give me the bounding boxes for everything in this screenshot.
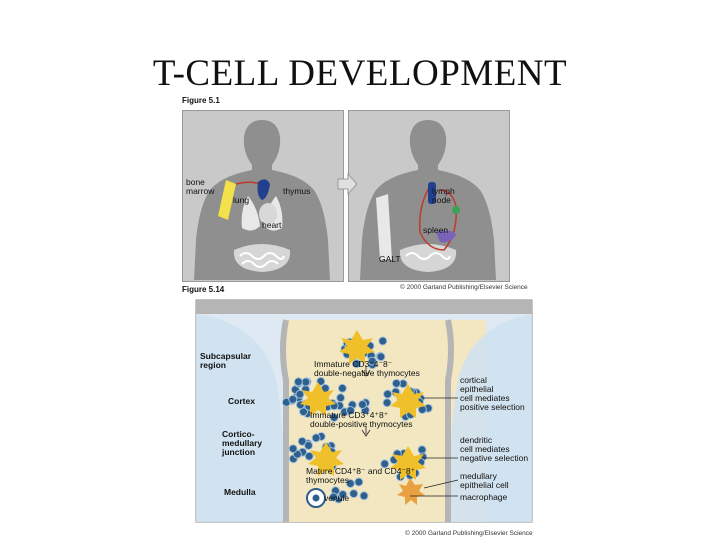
thymocyte-cell	[288, 444, 298, 454]
label-venule: venule	[324, 493, 350, 503]
thymocyte-cell	[295, 389, 305, 399]
label-heart: heart	[262, 220, 282, 230]
thymocyte-cell	[358, 400, 367, 409]
thymocyte-cell	[346, 406, 355, 415]
label-medulla: Medulla	[224, 487, 256, 497]
label-lymph-node: lymph node	[432, 186, 455, 205]
thymocyte-cell	[367, 356, 377, 366]
figure-5-1-label: Figure 5.1	[182, 96, 220, 105]
spleen-icon	[436, 230, 456, 243]
thymocyte-cell	[380, 459, 390, 469]
thymocyte-cell	[359, 491, 369, 501]
thymocyte-cell	[304, 441, 313, 450]
thymus-section-diagram	[195, 299, 533, 523]
copyright-bottom: © 2000 Garland Publishing/Elsevier Scien…	[405, 530, 533, 537]
label-cortical-epithelial-cell: cortical epithelial cell mediates positi…	[460, 375, 525, 412]
thymocyte-cell	[383, 389, 393, 399]
thymocyte-cell	[338, 490, 348, 499]
thymocyte-cell	[329, 413, 339, 422]
thymocyte-cell	[293, 377, 303, 387]
label-immature-double-positive: Immature CD3⁺4⁺8⁺ double-positive thymoc…	[310, 410, 413, 429]
label-thymus: thymus	[283, 186, 311, 196]
thymocyte-cell	[354, 477, 364, 487]
thymocyte-cell	[304, 451, 314, 461]
venule-icon	[306, 488, 326, 508]
label-immature-double-negative: Immature CD3⁻4⁻8⁻ double-negative thymoc…	[314, 359, 420, 378]
label-macrophage: macrophage	[460, 492, 508, 502]
thymocyte-cell	[349, 489, 359, 499]
label-mature-thymocytes: Mature CD4⁺8⁻ and CD4⁻8⁺ thymocytes	[306, 466, 416, 485]
thymocyte-cell	[288, 394, 298, 404]
label-cortex: Cortex	[228, 396, 255, 406]
epithelial-cells	[300, 330, 426, 505]
thymocyte-cell	[337, 383, 347, 393]
label-spleen: spleen	[423, 225, 449, 235]
thymocyte-cell	[352, 359, 362, 369]
page-title: T-CELL DEVELOPMENT	[152, 53, 568, 94]
thymocyte-cell	[345, 479, 355, 488]
label-corticomedullary-junction: Cortico- medullary junction	[222, 429, 263, 457]
label-medullary-epithelial-cell: medullary epithelial cell	[460, 471, 509, 490]
thymocyte-cell	[311, 433, 321, 443]
label-subcapsular-region: Subcapsular region	[200, 351, 252, 370]
copyright-top: © 2000 Garland Publishing/Elsevier Scien…	[400, 284, 528, 291]
thymocyte-cell	[297, 436, 307, 446]
lymph-node-icon	[428, 182, 460, 214]
label-lung: lung	[233, 195, 250, 205]
thymocyte-cell	[391, 378, 401, 388]
thymocyte-cell	[382, 398, 392, 408]
label-galt: GALT	[379, 254, 401, 264]
label-dendritic-cell: dendritic cell mediates negative selecti…	[460, 435, 529, 463]
arrow-icon	[337, 172, 358, 196]
label-bone-marrow: bone marrow	[186, 177, 215, 196]
figure-5-14-label: Figure 5.14	[182, 285, 225, 294]
thymocyte-cell	[376, 352, 386, 362]
pointer-lines	[361, 366, 459, 497]
thymocyte-cell	[378, 336, 388, 346]
thymocyte-cell	[329, 492, 339, 502]
thymus-icon	[257, 179, 270, 200]
